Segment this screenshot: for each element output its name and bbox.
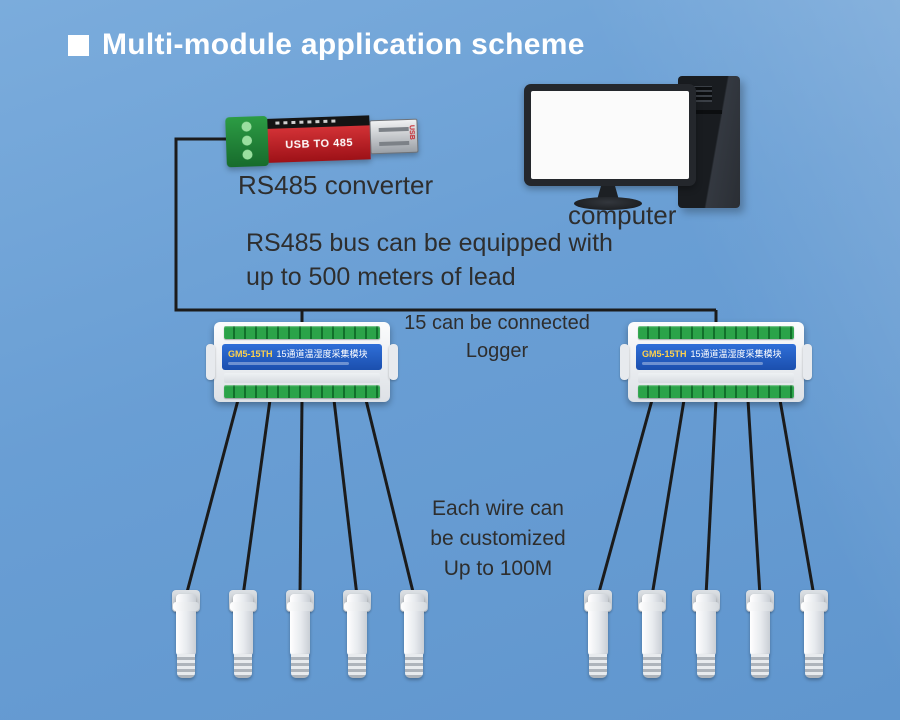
sensor-probe — [742, 588, 778, 682]
logger-name-text: 15通道温湿度采集模块 — [690, 349, 782, 359]
square-bullet-icon — [68, 34, 89, 56]
bus-note-line2: up to 500 meters of lead — [246, 263, 516, 291]
sensor-wire — [704, 399, 718, 597]
sensor-collar — [287, 602, 313, 611]
sensor-collar — [230, 602, 256, 611]
sensor-collar — [747, 602, 773, 611]
sensor-probe — [168, 588, 204, 682]
page-title: Multi-module application scheme — [68, 28, 585, 62]
sensor-vent — [643, 654, 661, 678]
sensor-vent — [291, 654, 309, 678]
logger-note-line1: 15 can be connected — [404, 312, 590, 334]
sensor-probe — [339, 588, 375, 682]
sensor-wire — [364, 399, 416, 597]
monitor-stand-base — [574, 197, 642, 210]
sensor-collar — [344, 602, 370, 611]
logger-band-subline — [642, 362, 764, 365]
sensor-probe — [796, 588, 832, 682]
sensor-probe — [282, 588, 318, 682]
sensor-wire — [298, 399, 304, 597]
logger-note-line2: Logger — [465, 340, 529, 362]
sensor-vent — [348, 654, 366, 678]
converter-terminal-block — [225, 115, 269, 168]
logger-band-subline — [228, 362, 350, 365]
sensor-probe — [580, 588, 616, 682]
sensor-wire — [332, 399, 359, 597]
sensor-vent — [405, 654, 423, 678]
sensor-vent — [234, 654, 252, 678]
bus-length-note: RS485 bus can be equipped with up to 500… — [246, 226, 613, 294]
sensor-vent — [697, 654, 715, 678]
logger-mid-strip — [638, 373, 794, 383]
sensor-vent — [589, 654, 607, 678]
sensor-vent — [751, 654, 769, 678]
terminal-strip-bottom — [638, 385, 794, 398]
logger-mid-strip — [224, 373, 380, 383]
converter-body-text: USB TO 485 — [285, 136, 354, 151]
sensor-wire — [241, 399, 272, 597]
monitor-stand-neck — [597, 186, 619, 200]
sensor-wire — [596, 399, 654, 597]
logger-count-note: 15 can be connected Logger — [385, 309, 609, 365]
bus-note-line1: RS485 bus can be equipped with — [246, 229, 613, 257]
sensor-collar — [401, 602, 427, 611]
wire-length-note: Each wire can be customized Up to 100M — [402, 494, 594, 584]
logger-model-text: GM5-15TH — [642, 349, 687, 359]
wire-note-line1: Each wire can — [432, 497, 564, 520]
sensor-wire — [184, 399, 240, 597]
page-title-text: Multi-module application scheme — [102, 28, 585, 61]
rs485-bus-wire — [174, 137, 716, 312]
logger-model-text: GM5-15TH — [228, 349, 273, 359]
logger-name-text: 15通道温湿度采集模块 — [276, 349, 368, 359]
usb-tag-text: USB — [407, 124, 416, 140]
computer-monitor — [524, 84, 696, 186]
computer-label: computer — [568, 200, 677, 230]
sensor-wire — [650, 399, 686, 597]
sensor-wire — [778, 399, 816, 597]
sensor-probe — [688, 588, 724, 682]
terminal-strip-bottom — [224, 385, 380, 398]
converter-pcb-body: USB TO 485 — [267, 115, 371, 163]
terminal-strip-top — [224, 326, 380, 339]
sensor-probe — [225, 588, 261, 682]
wire-note-line3: Up to 100M — [443, 557, 553, 580]
sensor-collar — [693, 602, 719, 611]
sensor-collar — [639, 602, 665, 611]
sensor-vent — [805, 654, 823, 678]
sensor-collar — [585, 602, 611, 611]
sensor-collar — [173, 602, 199, 611]
sensor-vent — [177, 654, 195, 678]
terminal-strip-top — [638, 326, 794, 339]
sensor-wire — [746, 399, 762, 597]
sensor-probe — [634, 588, 670, 682]
wire-note-line2: be customized — [430, 527, 566, 550]
sensor-collar — [801, 602, 827, 611]
rs485-converter-device: USB TO 485 USB — [225, 109, 419, 170]
sensor-probe — [396, 588, 432, 682]
monitor-screen — [531, 91, 689, 179]
converter-usb-plug: USB — [369, 118, 419, 155]
converter-label: RS485 converter — [238, 170, 434, 200]
